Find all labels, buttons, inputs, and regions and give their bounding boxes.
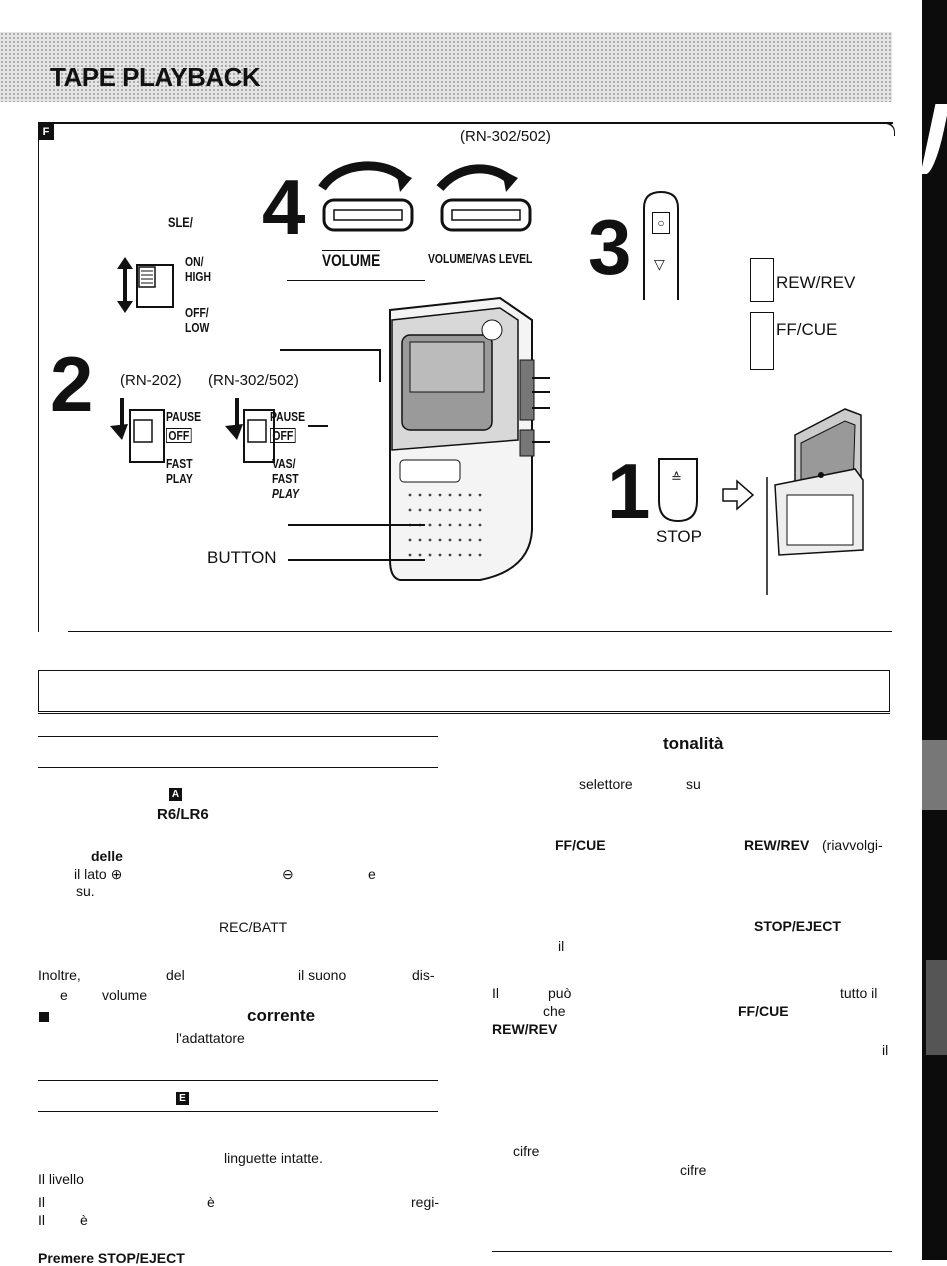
vas2-label: VAS/ — [272, 456, 296, 471]
rew-label: REW/REV — [776, 273, 856, 292]
text-rewrev: REW/REV — [744, 837, 810, 853]
volume-dials-art — [318, 161, 532, 232]
recorder-art — [280, 280, 550, 581]
switch-high-label: HIGH — [185, 269, 211, 284]
ff-button-icon — [750, 312, 774, 370]
switch-low-label: LOW — [185, 320, 210, 335]
rn202-label: (RN-202) — [120, 372, 182, 389]
text-rewrev2: REW/REV — [492, 1021, 558, 1037]
rule-box-bottom — [38, 713, 890, 714]
step-4: 4 — [262, 163, 306, 251]
switch-off-label: OFF/ — [185, 305, 209, 320]
text-e-grave: è — [207, 1194, 215, 1210]
text-del: del — [166, 967, 185, 983]
page-title: TAPE PLAYBACK — [50, 62, 261, 92]
step-1: 1 — [607, 447, 651, 535]
text-selettore: selettore — [579, 776, 633, 792]
text-premere: Premere STOP/EJECT — [38, 1250, 185, 1266]
text-stopeject: STOP/EJECT — [754, 918, 841, 934]
text-e2: e — [60, 987, 68, 1003]
stop-button-art — [658, 458, 755, 523]
text-su-right: su — [686, 776, 701, 792]
side-tab-bar — [922, 0, 947, 1260]
ff-label: FF/CUE — [776, 320, 838, 339]
text-il-right: il — [558, 938, 565, 954]
volume-label: VOLUME — [322, 251, 381, 270]
rule-left-1 — [38, 736, 438, 737]
text-il-livello: Il livello — [38, 1171, 84, 1187]
rew-button-icon — [750, 258, 774, 302]
text-che: che — [543, 1003, 566, 1019]
text-cifre2: cifre — [680, 1162, 707, 1178]
badge-e: E — [176, 1092, 189, 1105]
button-label: BUTTON — [207, 548, 277, 567]
text-il1: Il — [38, 1194, 45, 1210]
step-3: 3 — [588, 203, 632, 291]
off2-label: OFF — [270, 428, 296, 443]
fast2-label: FAST — [272, 471, 299, 486]
badge-a: A — [169, 788, 182, 801]
text-dis: dis- — [412, 967, 435, 983]
rn302-label: (RN-302/502) — [208, 372, 299, 389]
figure-badge: F — [38, 124, 54, 140]
stop-label: STOP — [656, 527, 702, 546]
figure-bottom-rule — [68, 631, 892, 632]
triangle-icon: ▽ — [654, 256, 665, 272]
text-il2-right: Il — [492, 985, 499, 1001]
off1-label: OFF — [166, 428, 192, 443]
text-delle: delle — [91, 848, 123, 864]
text-e1: e — [368, 866, 376, 882]
text-e-grave2: è — [80, 1212, 88, 1228]
text-recbatt: REC/BATT — [219, 919, 288, 935]
rule-left-2 — [38, 767, 438, 768]
text-su: su. — [76, 883, 95, 899]
text-riavvolgi: (riavvolgi- — [822, 837, 883, 853]
sle-label: SLE/ — [168, 214, 193, 230]
text-il3: il — [882, 1042, 889, 1058]
cassette-door-art — [766, 408, 864, 595]
text-tutto: tutto il — [840, 985, 878, 1001]
rule-left-3 — [38, 1080, 438, 1081]
rule-right-bottom — [492, 1251, 892, 1252]
eject-icon: ≙ — [671, 470, 682, 485]
section-box — [38, 670, 890, 712]
pause1-label: PAUSE — [166, 409, 202, 424]
volume-vas-label: VOLUME/VAS LEVEL — [428, 251, 533, 266]
rule-left-4 — [38, 1111, 438, 1112]
bullet-icon — [39, 1012, 49, 1022]
circle-icon: ○ — [652, 212, 670, 234]
switch-on-label: ON/ — [185, 254, 204, 269]
fast1-label: FAST — [166, 456, 193, 471]
text-minus: ⊖ — [282, 866, 294, 882]
text-cifre1: cifre — [513, 1143, 540, 1159]
text-regi: regi- — [411, 1194, 440, 1210]
text-corrente: corrente — [247, 1006, 316, 1025]
step-2: 2 — [50, 340, 94, 428]
text-plus-side: il lato ⊕ — [74, 866, 123, 882]
text-volume: volume — [102, 987, 148, 1003]
mode-switches-art — [110, 398, 328, 463]
frame-corner — [884, 122, 895, 136]
model-note-top: (RN-302/502) — [460, 128, 551, 145]
text-puo: può — [548, 985, 572, 1001]
text-ffcue2: FF/CUE — [738, 1003, 789, 1019]
text-inoltre: Inoltre, — [38, 967, 81, 983]
text-il-suono: il suono — [298, 967, 347, 983]
text-adattatore: l'adattatore — [176, 1030, 245, 1046]
text-tonalita: tonalità — [663, 734, 724, 753]
pause2-label: PAUSE — [270, 409, 306, 424]
record-button-art — [643, 190, 679, 300]
text-ffcue: FF/CUE — [555, 837, 606, 853]
text-il2: Il — [38, 1212, 45, 1228]
play2-label: PLAY — [272, 486, 299, 501]
header-band — [0, 32, 892, 102]
battery-type: R6/LR6 — [157, 806, 209, 823]
figure-frame — [38, 122, 893, 632]
sle-switch-art — [117, 257, 174, 313]
play1-label: PLAY — [166, 471, 193, 486]
text-linguette: linguette intatte. — [224, 1150, 323, 1166]
